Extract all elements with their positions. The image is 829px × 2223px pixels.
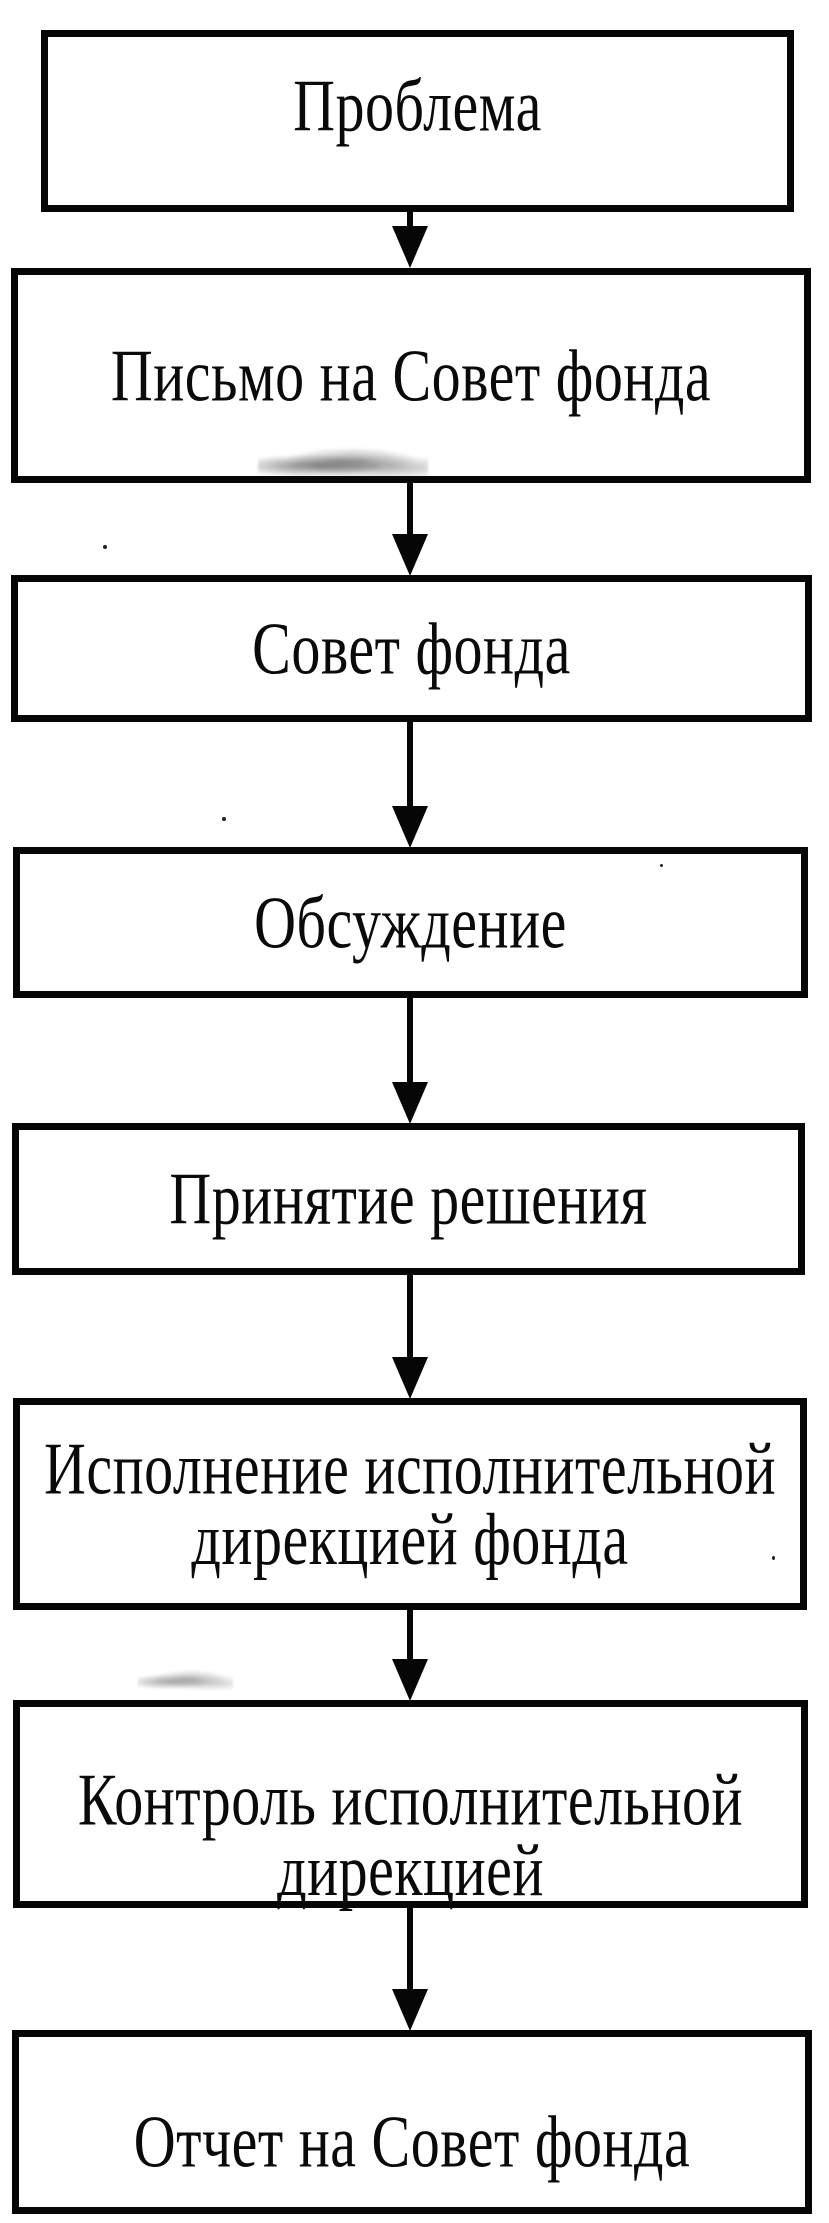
scan-speck: [103, 545, 107, 549]
flow-box-label: Совет фонда: [252, 606, 571, 691]
flow-arrow-down-7: [392, 1907, 428, 2031]
flow-arrow-down-4: [392, 997, 428, 1124]
flow-box-discussion: Обсуждение: [13, 847, 808, 998]
flow-box-letter-to-fund-council: Письмо на Совет фонда: [11, 268, 811, 483]
flow-arrow-down-1: [392, 211, 428, 268]
scan-speck: [772, 1556, 775, 1560]
flow-box-label: Обсуждение: [254, 880, 567, 965]
flow-box-label: Проблема: [293, 64, 542, 148]
flow-box-label: Принятие решения: [169, 1157, 648, 1241]
flow-box-report-to-fund-council: Отчет на Совет фонда: [12, 2030, 812, 2214]
arrow-stem: [407, 211, 413, 226]
arrow-stem: [407, 721, 413, 806]
arrow-head-down-icon: [392, 1659, 428, 1701]
arrow-stem: [407, 1907, 413, 1989]
arrow-head-down-icon: [392, 1082, 428, 1124]
flow-box-label: Отчет на Совет фонда: [133, 2100, 691, 2184]
arrow-head-down-icon: [392, 534, 428, 576]
flow-box-label: Контроль исполнительной дирекцией: [77, 1758, 744, 1912]
arrow-head-down-icon: [392, 1989, 428, 2031]
scan-smudge: [138, 1670, 233, 1690]
arrow-head-down-icon: [392, 806, 428, 848]
flow-box-fund-council: Совет фонда: [11, 575, 812, 722]
arrow-head-down-icon: [392, 1357, 428, 1399]
arrow-stem: [407, 1274, 413, 1357]
flow-box-label: Письмо на Совет фонда: [110, 333, 712, 418]
flow-arrow-down-6: [392, 1609, 428, 1701]
flow-arrow-down-2: [392, 482, 428, 576]
arrow-head-down-icon: [392, 226, 428, 268]
flow-box-label: Исполнение исполнительной дирекцией фонд…: [43, 1427, 777, 1581]
arrow-stem: [407, 482, 413, 534]
arrow-stem: [407, 1609, 413, 1659]
flow-box-control-by-executive-directorate: Контроль исполнительной дирекцией: [13, 1700, 808, 1908]
flow-box-execution-by-fund-executive-directorate: Исполнение исполнительной дирекцией фонд…: [13, 1398, 807, 1610]
flow-box-decision-making: Принятие решения: [12, 1123, 805, 1275]
flow-arrow-down-3: [392, 721, 428, 848]
scan-smudge: [258, 448, 428, 478]
scan-speck: [660, 864, 663, 867]
flow-box-problem: Проблема: [41, 30, 794, 212]
arrow-stem: [407, 997, 413, 1082]
scan-speck: [222, 817, 226, 821]
flow-arrow-down-5: [392, 1274, 428, 1399]
